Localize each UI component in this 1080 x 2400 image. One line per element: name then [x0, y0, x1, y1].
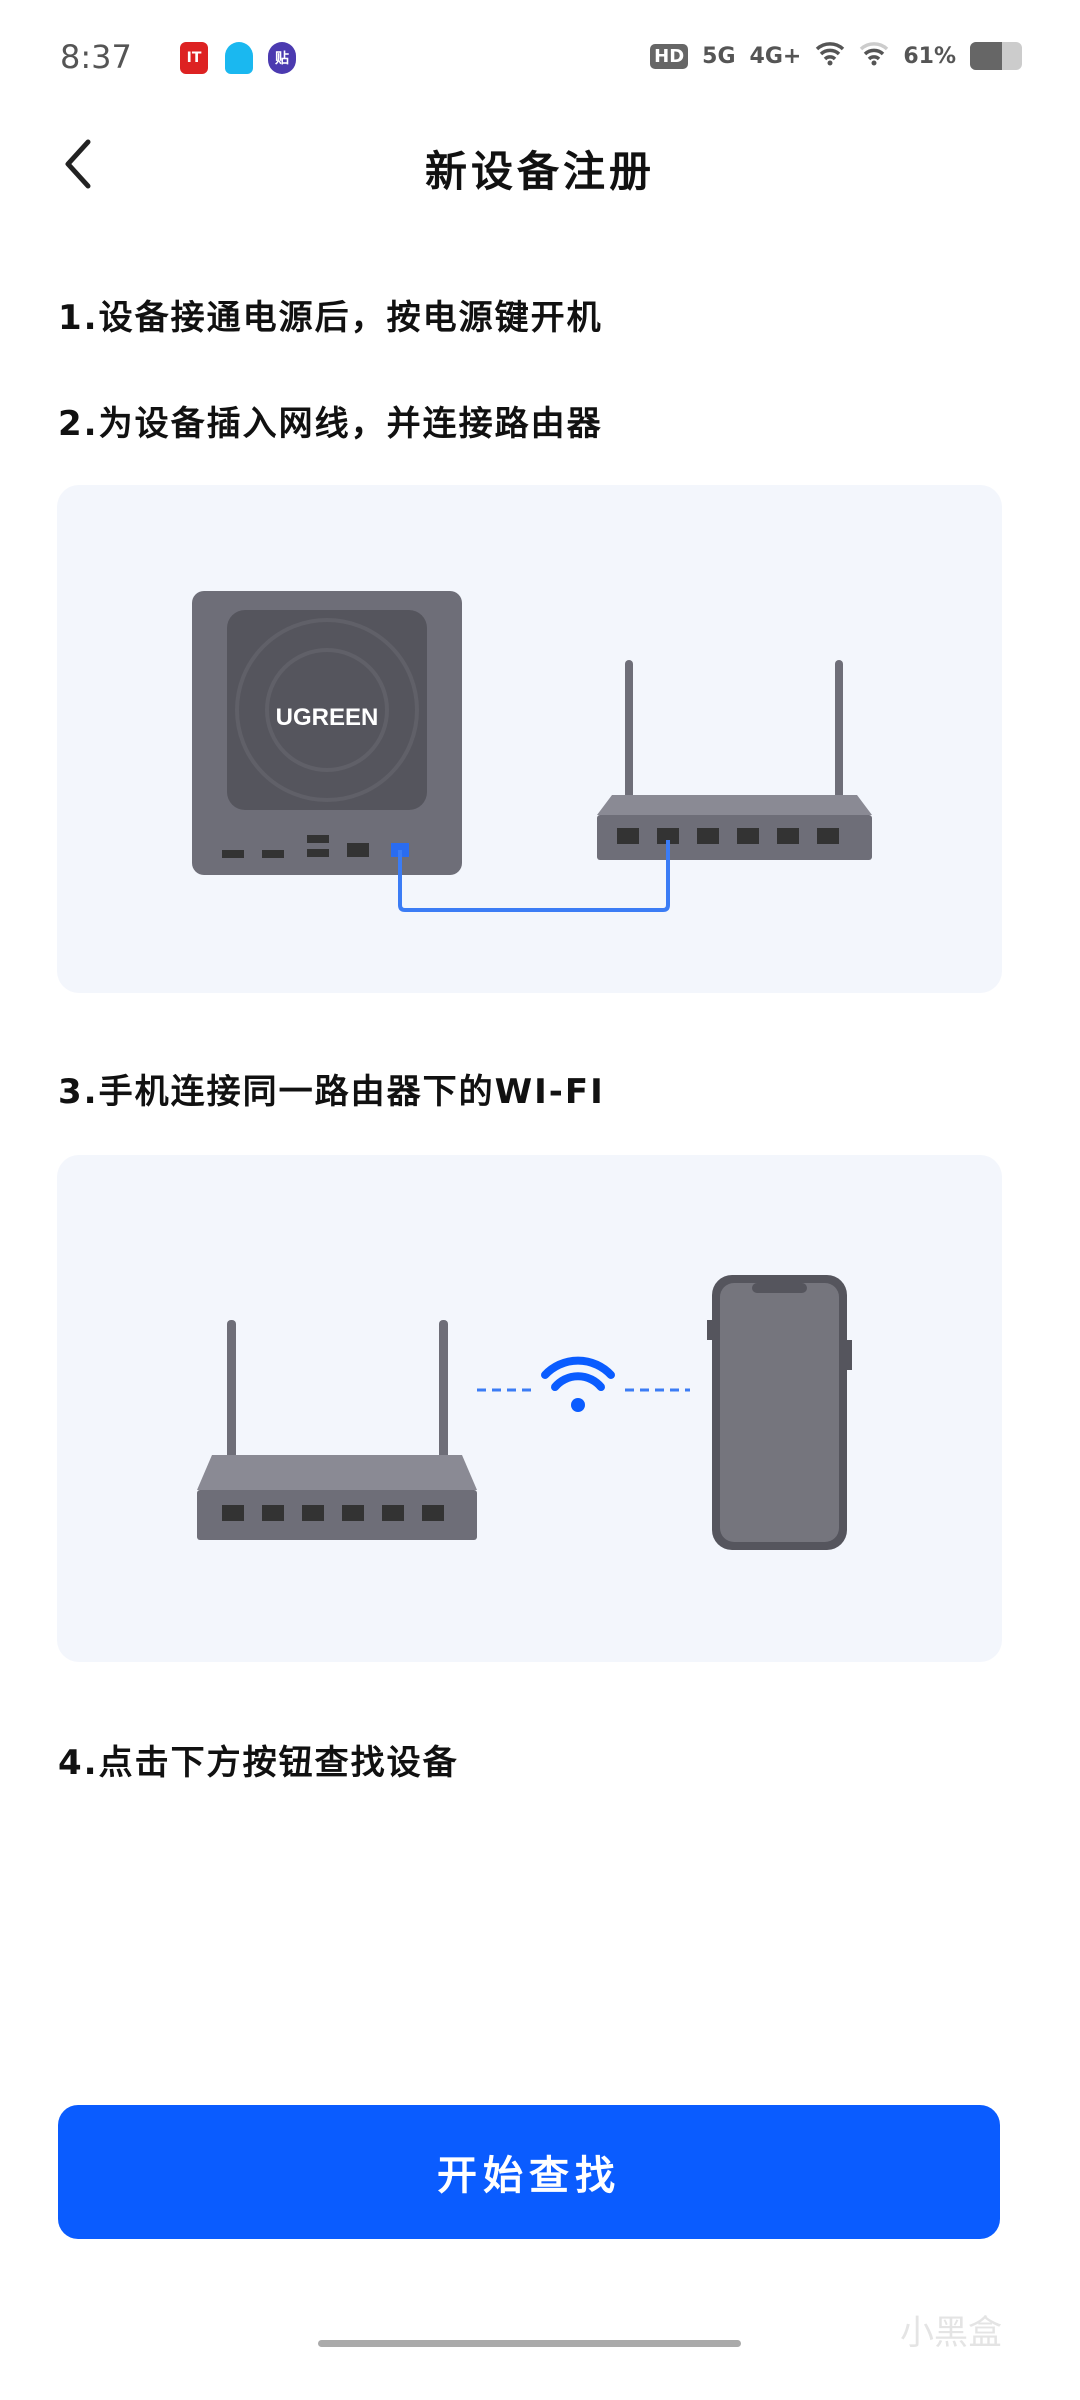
wifi-icon: [541, 1356, 615, 1412]
nas-router-illustration: UGREEN: [57, 485, 1002, 993]
step-1-text: 1.设备接通电源后，按电源键开机: [58, 298, 603, 338]
battery-icon: [970, 42, 1022, 70]
signal-5g-icon: 5G: [702, 43, 736, 69]
signal-4g-icon: 4G+: [749, 43, 802, 69]
battery-percent: 61%: [903, 43, 956, 69]
status-bar: 8:37 IT QQ 贴 HD 5G 4G+ 61%: [0, 0, 1080, 120]
router-image: [597, 660, 872, 860]
ithome-app-icon: IT: [180, 42, 208, 74]
router-image: [197, 1320, 477, 1540]
clock: 8:37: [60, 38, 132, 76]
ugreen-logo: UGREEN: [276, 704, 379, 731]
system-icons: HD 5G 4G+ 61%: [650, 40, 1022, 72]
wifi-icon: [815, 40, 845, 72]
phone-wifi-illustration: [57, 1155, 1002, 1662]
page-title: 新设备注册: [424, 147, 655, 196]
ethernet-cable: [398, 840, 670, 912]
qq-app-icon: QQ: [225, 42, 253, 74]
start-search-button[interactable]: 开始查找: [58, 2105, 1000, 2239]
watermark: 小黑盒: [900, 2313, 1002, 2353]
home-indicator[interactable]: [318, 2340, 741, 2347]
step-4-text: 4.点击下方按钮查找设备: [58, 1743, 459, 1783]
wifi-icon: [859, 40, 889, 72]
step-2-text: 2.为设备插入网线，并连接路由器: [58, 404, 603, 444]
nas-device-image: [192, 591, 462, 875]
tieba-app-icon: 贴: [268, 42, 296, 74]
step-3-text: 3.手机连接同一路由器下的WI-FI: [58, 1072, 605, 1112]
back-button[interactable]: [58, 132, 108, 192]
chevron-left-icon: [65, 139, 91, 189]
phone-image: [707, 1275, 852, 1550]
hd-icon: HD: [650, 43, 689, 69]
